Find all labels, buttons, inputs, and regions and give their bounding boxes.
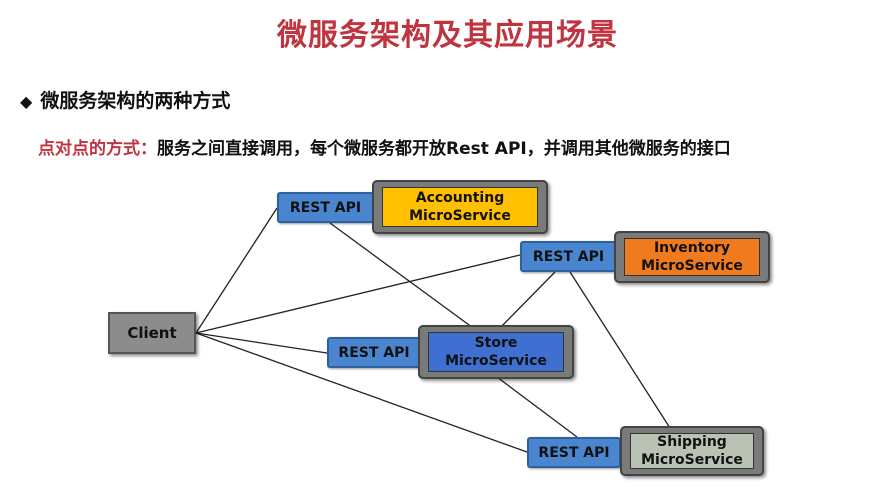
inventory-service: Inventory MicroService [624, 238, 760, 276]
store-service-name: Store [474, 335, 518, 351]
inventory-service-frame: Inventory MicroService [614, 231, 770, 283]
shipping-service: Shipping MicroService [630, 433, 754, 469]
accounting-rest-api-label: REST API [289, 199, 362, 216]
store-service-frame: Store MicroService [418, 325, 574, 379]
accounting-service-name: Accounting [415, 190, 505, 206]
description: 点对点的方式：服务之间直接调用，每个微服务都开放Rest API，并调用其他微服… [38, 134, 731, 159]
shipping-service-name: Shipping [657, 434, 727, 450]
link-store-shipping-api [496, 376, 578, 438]
accounting-service-frame: Accounting MicroService [372, 180, 548, 234]
inventory-service-name: Inventory [653, 240, 731, 256]
shipping-rest-api: REST API [527, 437, 621, 468]
store-service-type: MicroService [445, 353, 547, 369]
link-store-inventory-api [494, 271, 556, 334]
link-accounting-api-store [329, 222, 481, 334]
client-box: Client [108, 312, 196, 354]
link-client-accounting-api [195, 207, 278, 334]
link-client-inventory-api [195, 254, 521, 334]
section-heading-text: 微服务架构的两种方式 [40, 90, 231, 112]
inventory-service-type: MicroService [641, 258, 743, 274]
description-text: 服务之间直接调用，每个微服务都开放Rest API，并调用其他微服务的接口 [157, 139, 731, 159]
store-service: Store MicroService [428, 332, 564, 372]
link-client-store-api [195, 332, 328, 354]
store-rest-api: REST API [327, 337, 421, 368]
inventory-rest-api-label: REST API [532, 248, 605, 265]
link-client-shipping-api [195, 332, 528, 453]
shipping-service-type: MicroService [641, 452, 743, 468]
shipping-rest-api-label: REST API [538, 444, 610, 461]
accounting-service: Accounting MicroService [382, 187, 538, 227]
store-rest-api-label: REST API [338, 344, 410, 361]
diamond-bullet-icon: ◆ [20, 92, 33, 111]
shipping-service-frame: Shipping MicroService [620, 426, 764, 476]
client-label: Client [127, 324, 177, 342]
description-highlight: 点对点的方式： [38, 139, 157, 159]
section-heading: ◆ 微服务架构的两种方式 [20, 86, 230, 113]
page-title: 微服务架构及其应用场景 [277, 18, 618, 53]
link-inventory-api-shipping [569, 271, 671, 429]
accounting-service-type: MicroService [409, 208, 511, 224]
accounting-rest-api: REST API [277, 192, 374, 223]
inventory-rest-api: REST API [520, 241, 617, 272]
